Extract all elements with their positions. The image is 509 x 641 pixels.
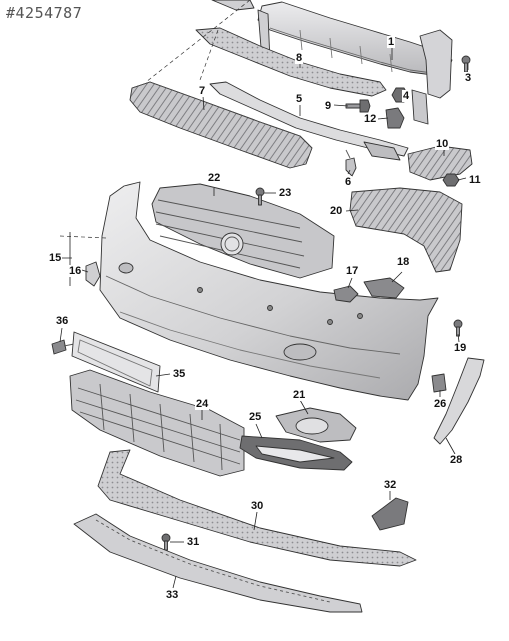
callout-label[interactable]: 33 xyxy=(165,589,180,601)
callout-label[interactable]: 28 xyxy=(449,454,464,466)
part-reinforcement-beam xyxy=(211,0,453,125)
part-clip xyxy=(431,373,447,393)
callout-label[interactable]: 8 xyxy=(295,52,304,64)
part-screw xyxy=(161,533,171,551)
part-sensor-holder xyxy=(333,285,359,303)
callout-label[interactable]: 35 xyxy=(172,368,187,380)
callout-label[interactable]: 23 xyxy=(278,187,293,199)
callout-label[interactable]: 36 xyxy=(55,315,70,327)
callout-label[interactable]: 1 xyxy=(387,36,396,48)
callout-label[interactable]: 12 xyxy=(363,113,378,125)
part-guide-strip xyxy=(209,81,409,161)
callout-label[interactable]: 11 xyxy=(468,174,482,186)
part-underbody-panel xyxy=(97,449,417,567)
callout-label[interactable]: 15 xyxy=(48,252,63,264)
callout-label[interactable]: 18 xyxy=(396,256,411,268)
callout-label[interactable]: 31 xyxy=(186,536,201,548)
part-bracket xyxy=(385,107,405,129)
part-side-trim-strip xyxy=(433,357,485,445)
callout-label[interactable]: 21 xyxy=(292,389,307,401)
part-expanding-rivet xyxy=(51,339,75,355)
callout-label[interactable]: 6 xyxy=(344,176,353,188)
reference-number: #4254787 xyxy=(6,4,83,22)
part-radiator-grille xyxy=(151,183,335,279)
part-clip xyxy=(345,149,357,177)
callout-label[interactable]: 24 xyxy=(195,398,210,410)
part-side-guide-bracket xyxy=(407,145,473,181)
part-tow-eye-cap xyxy=(85,261,101,287)
part-fog-light xyxy=(275,407,357,443)
callout-label[interactable]: 22 xyxy=(207,172,222,184)
part-bolt xyxy=(345,99,371,113)
callout-label[interactable]: 32 xyxy=(383,479,398,491)
part-nut xyxy=(442,173,460,187)
part-energy-absorber xyxy=(129,81,313,169)
part-lower-grille xyxy=(69,369,245,477)
callout-label[interactable]: 25 xyxy=(248,411,263,423)
callout-label[interactable]: 10 xyxy=(435,138,450,150)
callout-label[interactable]: 30 xyxy=(250,500,265,512)
callout-label[interactable]: 26 xyxy=(433,398,448,410)
part-bracket xyxy=(371,497,409,531)
part-screw xyxy=(255,187,265,206)
callout-label[interactable]: 20 xyxy=(329,205,344,217)
part-license-plate-holder xyxy=(71,331,161,393)
part-spoiler-lip xyxy=(73,513,363,613)
callout-label[interactable]: 9 xyxy=(324,100,333,112)
part-fog-light-bezel xyxy=(239,435,353,471)
part-sensor-holder xyxy=(363,277,405,299)
part-screw xyxy=(453,319,463,337)
part-screw xyxy=(461,55,471,73)
callout-label[interactable]: 16 xyxy=(68,265,83,277)
callout-label[interactable]: 17 xyxy=(345,265,360,277)
part-side-bracket xyxy=(349,187,463,273)
callout-label[interactable]: 5 xyxy=(295,93,304,105)
callout-label[interactable]: 7 xyxy=(198,85,207,97)
callout-label[interactable]: 19 xyxy=(453,342,468,354)
part-bumper-cover xyxy=(99,181,439,401)
callout-label[interactable]: 3 xyxy=(464,72,473,84)
part-upper-grille-insert xyxy=(195,27,387,97)
callout-label[interactable]: 4 xyxy=(402,90,411,102)
